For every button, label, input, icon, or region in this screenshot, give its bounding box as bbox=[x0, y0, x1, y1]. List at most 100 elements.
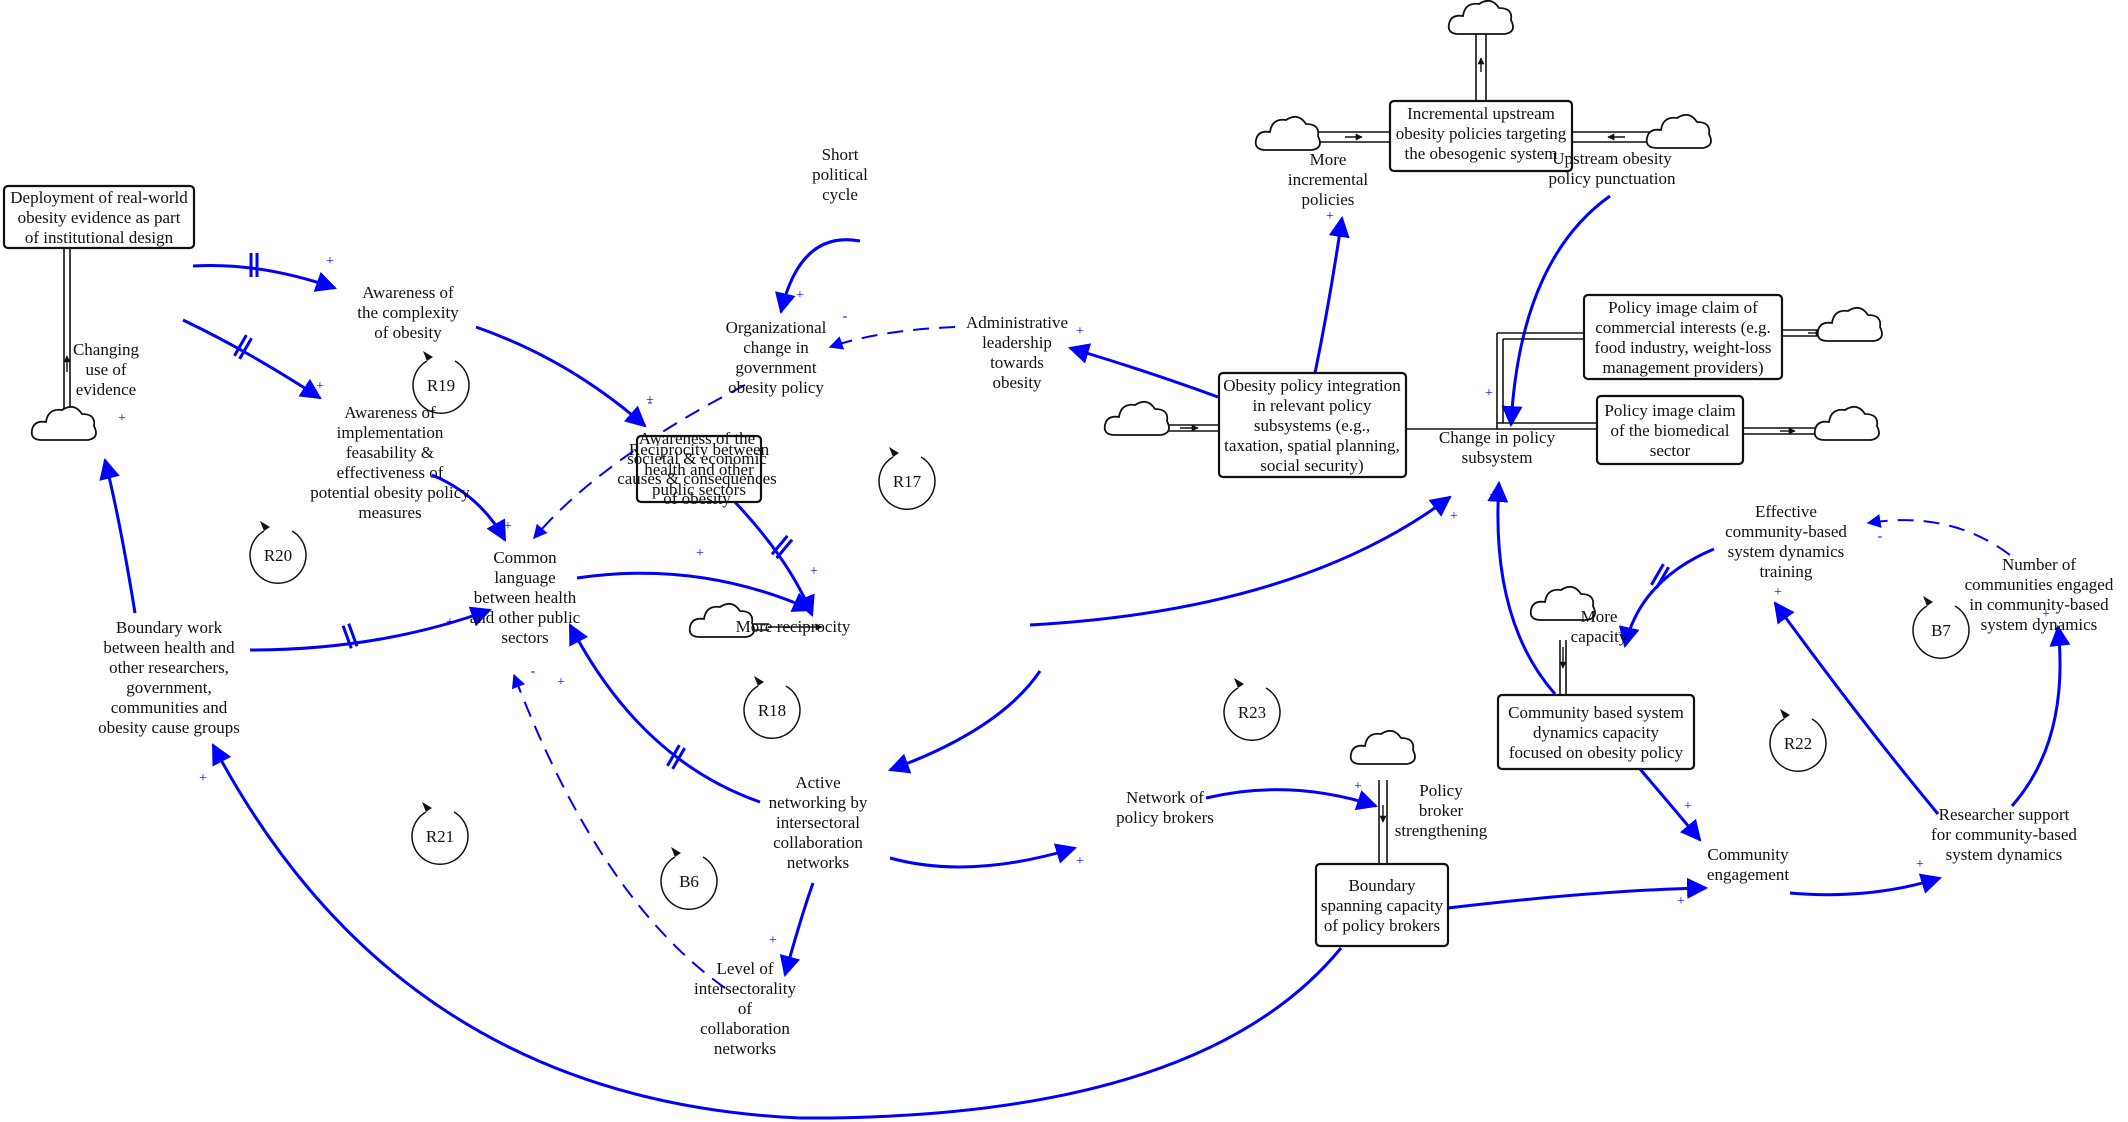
polarity-boundary-to-changing: + bbox=[118, 411, 126, 426]
loop-marker-B6: B6 bbox=[660, 847, 718, 910]
polarity-integration-to-incremental: + bbox=[1326, 209, 1334, 224]
variable-label-org-change: change in bbox=[743, 338, 809, 357]
polarity-training-to-capacity: + bbox=[1618, 626, 1626, 641]
link-implementation-to-language bbox=[431, 473, 507, 542]
variable-label-level-intersectorality: of bbox=[738, 999, 753, 1018]
variable-label-more-incremental: policies bbox=[1302, 190, 1355, 209]
cloud-changing-use bbox=[30, 405, 97, 441]
variable-label-level-intersectorality: networks bbox=[714, 1039, 776, 1058]
link-societal-to-reciprocity bbox=[731, 498, 815, 617]
delay-mark bbox=[1650, 563, 1670, 589]
stock-label-line: Policy image claim of bbox=[1608, 298, 1758, 317]
link-engagement-to-support bbox=[1789, 873, 1943, 897]
variable-label-common-language: and other public bbox=[470, 608, 581, 627]
link-leadership-to-org bbox=[828, 326, 956, 350]
loop-marker-R18: R18 bbox=[743, 676, 801, 739]
polarity-support-to-training: + bbox=[1774, 585, 1782, 600]
stock-label-line: commercial interests (e.g. bbox=[1595, 318, 1771, 337]
variable-label-effective-training: community-based bbox=[1725, 522, 1847, 541]
variable-label-boundary-work: communities and bbox=[111, 698, 228, 717]
polarity-boundary-to-language: + bbox=[446, 615, 454, 630]
link-networking-to-level bbox=[779, 882, 815, 978]
loop-marker-R22: R22 bbox=[1769, 709, 1827, 772]
loop-marker-B7: B7 bbox=[1912, 596, 1970, 659]
variable-label-more-incremental: More bbox=[1310, 150, 1347, 169]
delay-mark bbox=[341, 623, 359, 649]
pipe-changing-use bbox=[63, 248, 71, 410]
loop-arrow-icon bbox=[754, 676, 764, 686]
variable-label-short-political: political bbox=[812, 165, 868, 184]
variable-label-active-networking: collaboration bbox=[773, 833, 863, 852]
loop-label: B6 bbox=[679, 872, 699, 891]
loop-label: R17 bbox=[893, 472, 922, 491]
variable-label-active-networking: networking by bbox=[769, 793, 868, 812]
loop-marker-R17: R17 bbox=[878, 447, 936, 510]
variable-label-more-reciprocity: More reciprocity bbox=[736, 617, 851, 636]
cloud-integration bbox=[1103, 400, 1170, 436]
variable-label-level-intersectorality: collaboration bbox=[700, 1019, 790, 1038]
polarity-reciprocity-to-change: + bbox=[1450, 509, 1458, 524]
variable-label-community-engagement: Community bbox=[1707, 845, 1789, 864]
polarity-org-to-language: - bbox=[648, 395, 653, 410]
variable-label-changing-use: Changing bbox=[73, 340, 140, 359]
variable-label-effective-training: training bbox=[1760, 562, 1813, 581]
polarity-deploy-to-complexity: + bbox=[326, 254, 334, 269]
stock-deployment bbox=[2, 184, 196, 250]
cloud-capacity bbox=[1529, 585, 1596, 621]
cloud-upstream bbox=[1645, 113, 1712, 149]
stock-label-line: Boundary bbox=[1348, 876, 1416, 895]
loop-arrow-icon bbox=[671, 847, 681, 857]
stock-integration bbox=[1217, 371, 1408, 479]
variable-label-more-capacity: capacity bbox=[1571, 627, 1628, 646]
polarity-political-to-org: + bbox=[796, 288, 804, 303]
variable-label-changing-use: evidence bbox=[76, 380, 136, 399]
polarity-deploy-to-implementation: + bbox=[316, 379, 324, 394]
variable-label-researcher-support: system dynamics bbox=[1946, 845, 2063, 864]
cloud-incremental-top bbox=[1447, 0, 1514, 35]
polarity-networking-to-language: + bbox=[557, 675, 565, 690]
stock-label-line: of the biomedical bbox=[1611, 421, 1730, 440]
variable-label-change-subsystem: subsystem bbox=[1462, 448, 1533, 467]
variable-label-awareness-implementation: implementation bbox=[337, 423, 444, 442]
loop-marker-R20: R20 bbox=[249, 521, 307, 584]
link-boundary-to-language bbox=[249, 606, 492, 652]
loop-arrow-icon bbox=[1923, 596, 1933, 606]
variable-label-boundary-work: Boundary work bbox=[116, 618, 223, 637]
link-training-to-capacity bbox=[1618, 547, 1715, 649]
variable-label-network-brokers: Network of bbox=[1126, 788, 1204, 807]
causal-links bbox=[99, 194, 2071, 1120]
loop-label: R21 bbox=[426, 827, 454, 846]
link-capacity-to-engagement bbox=[1638, 768, 1702, 842]
stock-commercial bbox=[1582, 293, 1784, 381]
variable-label-awareness-societal: of obesity bbox=[663, 489, 731, 508]
variable-label-common-language: between health bbox=[474, 588, 577, 607]
polarity-language-to-reciprocity: + bbox=[696, 546, 704, 561]
link-integration-to-incremental bbox=[1313, 215, 1350, 374]
variable-label-researcher-support: Researcher support bbox=[1939, 805, 2070, 824]
link-spanning-to-boundary bbox=[211, 743, 1343, 1120]
variable-label-upstream-punctuation: Upstream obesity bbox=[1552, 149, 1672, 168]
variable-label-boundary-work: government, bbox=[126, 678, 211, 697]
loop-label: R19 bbox=[427, 376, 455, 395]
polarity-spanning-to-engagement: + bbox=[1677, 894, 1685, 909]
stock-label-line: focused on obesity policy bbox=[1509, 743, 1684, 762]
polarity-societal-to-reciprocity: + bbox=[810, 564, 818, 579]
stock-label-line: spanning capacity bbox=[1321, 896, 1444, 915]
polarity-communities-to-training: - bbox=[1878, 529, 1883, 544]
link-support-to-communities bbox=[2010, 624, 2071, 807]
cloud-commercial bbox=[1816, 306, 1883, 342]
pipe-broker bbox=[1378, 780, 1388, 864]
variable-label-broker-strengthening: broker bbox=[1419, 801, 1464, 820]
variable-label-awareness-societal: Awareness of the bbox=[639, 429, 755, 448]
variable-label-common-language: sectors bbox=[501, 628, 548, 647]
variable-label-network-brokers: policy brokers bbox=[1116, 808, 1214, 827]
source-sink-clouds bbox=[30, 0, 1883, 765]
variable-label-change-subsystem: Change in policy bbox=[1439, 428, 1556, 447]
loop-label: R18 bbox=[758, 701, 786, 720]
variable-label-more-capacity: More bbox=[1581, 607, 1618, 626]
stock-sd-capacity bbox=[1496, 693, 1696, 771]
polarity-support-to-communities: + bbox=[2042, 607, 2050, 622]
variable-label-awareness-complexity: of obesity bbox=[374, 323, 442, 342]
